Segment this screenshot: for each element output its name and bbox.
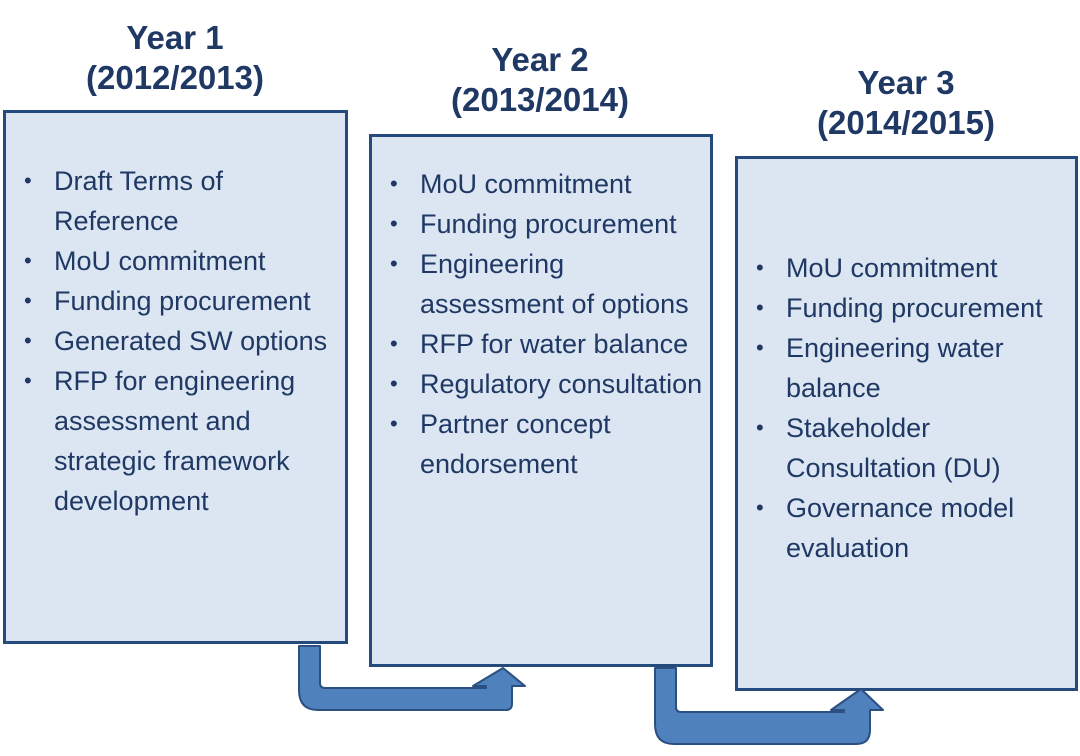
bullet-icon: •	[24, 248, 32, 273]
year-2-title: Year 2	[491, 41, 589, 78]
bullet-icon: •	[390, 251, 398, 276]
bullet-icon: •	[756, 415, 764, 440]
year-3-box: •MoU commitment •Funding procurement •En…	[735, 156, 1078, 691]
bullet-icon: •	[756, 495, 764, 520]
bullet-icon: •	[24, 168, 32, 193]
list-item: •Governance model evaluation	[752, 488, 1072, 568]
year-1-list: •Draft Terms of Reference •MoU commitmen…	[20, 161, 340, 521]
arrow-year2-to-year3-icon	[654, 667, 884, 745]
bullet-icon: •	[390, 171, 398, 196]
bullet-icon: •	[756, 255, 764, 280]
year-2-heading: Year 2 (2013/2014)	[445, 40, 635, 120]
year-3-list: •MoU commitment •Funding procurement •En…	[752, 248, 1072, 568]
year-2-list: •MoU commitment •Funding procurement •En…	[386, 164, 706, 484]
bullet-icon: •	[24, 288, 32, 313]
list-item: •Engineering water balance	[752, 328, 1072, 408]
list-item: •Stakeholder Consultation (DU)	[752, 408, 1072, 488]
list-item: •MoU commitment	[752, 248, 1072, 288]
bullet-icon: •	[390, 331, 398, 356]
list-item: •Funding procurement	[752, 288, 1072, 328]
bullet-icon: •	[390, 411, 398, 436]
year-3-title: Year 3	[857, 64, 955, 101]
bullet-icon: •	[390, 371, 398, 396]
year-1-period: (2012/2013)	[86, 59, 264, 96]
year-1-box: •Draft Terms of Reference •MoU commitmen…	[3, 110, 348, 644]
list-item: •Regulatory consultation	[386, 364, 706, 404]
list-item: •Generated SW options	[20, 321, 340, 361]
year-3-period: (2014/2015)	[817, 104, 995, 141]
list-item: •Draft Terms of Reference	[20, 161, 340, 241]
list-item: •RFP for engineering assessment and stra…	[20, 361, 340, 521]
year-2-period: (2013/2014)	[451, 81, 629, 118]
bullet-icon: •	[24, 328, 32, 353]
list-item: •RFP for water balance	[386, 324, 706, 364]
bullet-icon: •	[24, 368, 32, 393]
bullet-icon: •	[756, 335, 764, 360]
bullet-icon: •	[756, 295, 764, 320]
year-2-box: •MoU commitment •Funding procurement •En…	[369, 134, 713, 667]
list-item: •Funding procurement	[20, 281, 340, 321]
list-item: •MoU commitment	[20, 241, 340, 281]
year-1-heading: Year 1 (2012/2013)	[80, 18, 270, 98]
list-item: •MoU commitment	[386, 164, 706, 204]
list-item: •Funding procurement	[386, 204, 706, 244]
list-item: •Engineering assessment of options	[386, 244, 706, 324]
bullet-icon: •	[390, 211, 398, 236]
year-1-title: Year 1	[126, 19, 224, 56]
arrow-year1-to-year2-icon	[298, 645, 526, 711]
list-item: •Partner concept endorsement	[386, 404, 706, 484]
year-3-heading: Year 3 (2014/2015)	[811, 63, 1001, 143]
